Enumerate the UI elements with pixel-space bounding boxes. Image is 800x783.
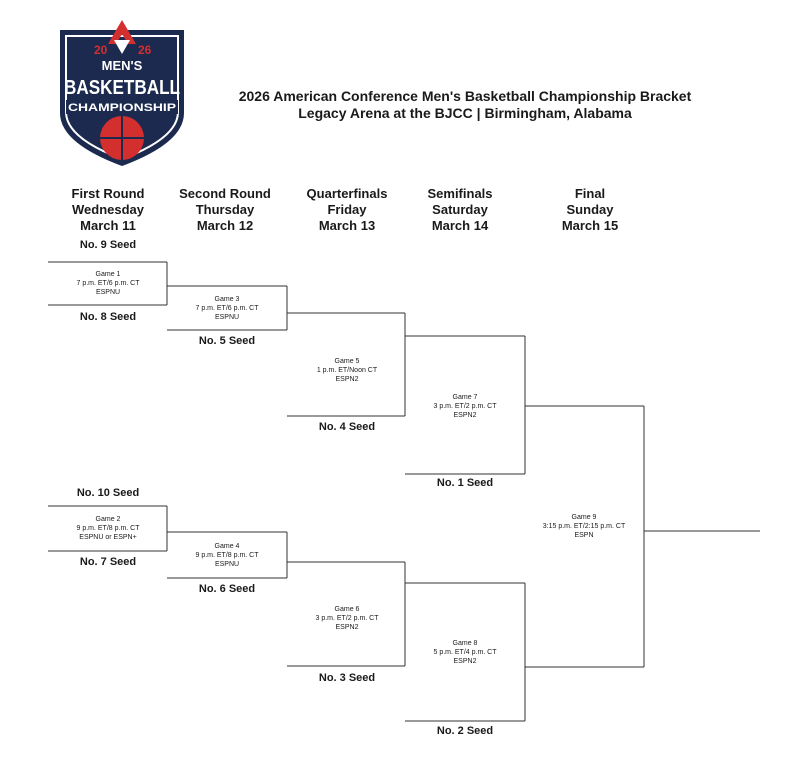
game-info-3: Game 3 7 p.m. ET/6 p.m. CT ESPNU <box>167 295 287 322</box>
seed-label-9: No. 9 Seed <box>79 239 137 251</box>
game-info-7: Game 7 3 p.m. ET/2 p.m. CT ESPN2 <box>405 393 525 420</box>
game-info-1: Game 1 7 p.m. ET/6 p.m. CT ESPNU <box>48 270 168 297</box>
game-network: ESPNU <box>214 314 240 321</box>
round-date: March 12 <box>196 218 254 233</box>
seed-label-4: No. 4 Seed <box>318 421 376 433</box>
round-date: March 13 <box>318 218 376 233</box>
game-name: Game 4 <box>214 543 240 550</box>
game-time: 5 p.m. ET/4 p.m. CT <box>433 649 497 656</box>
seed-label-3: No. 3 Seed <box>318 672 376 684</box>
game-name: Game 9 <box>571 514 597 521</box>
logo-text-mens: MEN'S <box>102 58 143 73</box>
game-name: Game 1 <box>95 271 121 278</box>
round-header-second-round: Second Round Thursday March 12 <box>165 186 285 234</box>
round-name: Second Round <box>179 186 271 201</box>
round-name: First Round <box>71 186 145 201</box>
game-info-5: Game 5 1 p.m. ET/Noon CT ESPN2 <box>287 357 407 384</box>
seed-label-8: No. 8 Seed <box>79 311 137 323</box>
game-time: 1 p.m. ET/Noon CT <box>316 367 378 374</box>
game-name: Game 8 <box>452 640 478 647</box>
game-time: 7 p.m. ET/6 p.m. CT <box>195 305 259 312</box>
round-header-quarterfinals: Quarterfinals Friday March 13 <box>287 186 407 234</box>
game-time: 3:15 p.m. ET/2:15 p.m. CT <box>542 523 626 530</box>
game-network: ESPNU <box>95 289 121 296</box>
round-date: March 15 <box>561 218 619 233</box>
game-name: Game 2 <box>95 516 121 523</box>
seed-label-1: No. 1 Seed <box>436 477 494 489</box>
round-header-final: Final Sunday March 15 <box>530 186 650 234</box>
game-name: Game 7 <box>452 394 478 401</box>
game-info-9: Game 9 3:15 p.m. ET/2:15 p.m. CT ESPN <box>524 513 644 540</box>
game-network: ESPN2 <box>335 376 359 383</box>
seed-label-5: No. 5 Seed <box>198 335 256 347</box>
game-name: Game 5 <box>334 358 360 365</box>
round-name: Quarterfinals <box>306 186 388 201</box>
round-date: March 11 <box>80 218 136 233</box>
game-name: Game 3 <box>214 296 240 303</box>
round-name: Semifinals <box>427 186 493 201</box>
game-network: ESPNU or ESPN+ <box>79 534 137 541</box>
round-day: Thursday <box>195 202 255 217</box>
seed-label-6: No. 6 Seed <box>198 583 256 595</box>
game-info-4: Game 4 9 p.m. ET/8 p.m. CT ESPNU <box>167 542 287 569</box>
game-network: ESPN2 <box>453 412 477 419</box>
championship-logo: 20 26 MEN'S BASKETBALL CHAMPIONSHIP <box>60 20 184 166</box>
game-info-2: Game 2 9 p.m. ET/8 p.m. CT ESPNU or ESPN… <box>48 515 168 542</box>
game-network: ESPN <box>574 532 594 539</box>
round-day: Friday <box>327 202 367 217</box>
round-day: Wednesday <box>71 202 144 217</box>
round-day: Sunday <box>566 202 614 217</box>
round-header-first-round: First Round Wednesday March 11 <box>48 186 168 234</box>
seed-label-10: No. 10 Seed <box>76 487 140 499</box>
logo-text-championship: CHAMPIONSHIP <box>68 102 176 114</box>
seed-label-7: No. 7 Seed <box>79 556 137 568</box>
round-date: March 14 <box>431 218 489 233</box>
game-info-8: Game 8 5 p.m. ET/4 p.m. CT ESPN2 <box>405 639 525 666</box>
game-network: ESPN2 <box>453 658 477 665</box>
game-network: ESPN2 <box>335 624 359 631</box>
round-day: Saturday <box>432 202 488 217</box>
bracket-title: 2026 American Conference Men's Basketbal… <box>238 88 692 104</box>
round-header-semifinals: Semifinals Saturday March 14 <box>400 186 520 234</box>
game-network: ESPNU <box>214 561 240 568</box>
seed-label-2: No. 2 Seed <box>436 725 494 737</box>
game-time: 9 p.m. ET/8 p.m. CT <box>76 525 140 532</box>
logo-text-basketball: BASKETBALL <box>64 77 180 99</box>
game-time: 7 p.m. ET/6 p.m. CT <box>76 280 140 287</box>
game-name: Game 6 <box>334 606 360 613</box>
game-time: 3 p.m. ET/2 p.m. CT <box>433 403 497 410</box>
logo-year-right: 26 <box>138 43 152 57</box>
game-time: 3 p.m. ET/2 p.m. CT <box>315 615 379 622</box>
round-name: Final <box>574 186 606 201</box>
logo-year-left: 20 <box>94 43 108 57</box>
game-info-6: Game 6 3 p.m. ET/2 p.m. CT ESPN2 <box>287 605 407 632</box>
game-time: 9 p.m. ET/8 p.m. CT <box>195 552 259 559</box>
bracket-subtitle: Legacy Arena at the BJCC | Birmingham, A… <box>298 105 632 121</box>
